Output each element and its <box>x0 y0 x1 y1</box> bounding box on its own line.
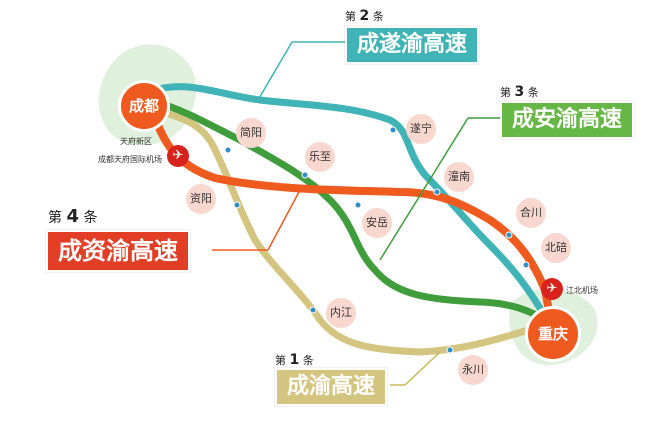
station-dot-ziyang <box>233 201 241 209</box>
station-dot-anyue <box>354 201 362 209</box>
station-dot-tongnan <box>433 188 441 196</box>
city-ziyang: 资阳 <box>186 184 216 214</box>
leader-line-2 <box>257 41 293 101</box>
label-jiangbei-airport: 江北机场 <box>566 286 598 295</box>
city-beibei: 北碚 <box>541 233 571 263</box>
station-dot-yongchuan <box>446 346 454 354</box>
station-dot-suining <box>389 126 397 134</box>
city-chongqing: 重庆 <box>525 306 581 362</box>
city-neijiang: 内江 <box>326 298 356 328</box>
label-tianfu-airport: 成都天府国际机场 <box>98 155 162 164</box>
city-chengdu-label: 成都 <box>128 97 159 115</box>
route-2-number: 第 2 条 <box>345 8 384 24</box>
station-dot-hechuan <box>505 231 513 239</box>
station-dot-jianyang <box>224 146 232 154</box>
leader-line-1 <box>404 351 441 386</box>
airplane-icon: ✈ <box>541 278 563 300</box>
city-jianyang: 简阳 <box>236 118 266 148</box>
route-3-number: 第 3 条 <box>500 84 539 100</box>
route-3-name-tag: 成安渝高速 <box>500 101 635 139</box>
city-hechuan: 合川 <box>516 198 546 228</box>
city-yongchuan: 永川 <box>458 355 488 385</box>
route-4-number: 第 4 条 <box>48 206 98 227</box>
leader-line-3 <box>379 117 469 261</box>
route-line-4 <box>146 96 554 329</box>
route-2-name-tag: 成遂渝高速 <box>345 26 480 64</box>
route-line-3 <box>146 96 552 326</box>
station-dot-neijiang <box>309 306 317 314</box>
route-1-number: 第 1 条 <box>275 352 314 368</box>
airplane-icon: ✈ <box>167 145 189 167</box>
station-dot-beibei <box>522 261 530 269</box>
label-tianfu-new-area: 天府新区 <box>120 137 152 146</box>
city-suining: 遂宁 <box>406 114 436 144</box>
city-lezhi: 乐至 <box>305 142 335 172</box>
route-1-name-tag: 成渝高速 <box>275 368 388 406</box>
city-anyue: 安岳 <box>362 208 392 238</box>
city-chongqing-label: 重庆 <box>537 325 568 343</box>
city-tongnan: 潼南 <box>444 162 474 192</box>
leader-line-4 <box>267 189 301 251</box>
route-line-2 <box>151 83 554 329</box>
station-dot-lezhi <box>301 171 309 179</box>
city-chengdu: 成都 <box>118 80 170 132</box>
route-4-name-tag: 成资渝高速 <box>46 230 190 272</box>
